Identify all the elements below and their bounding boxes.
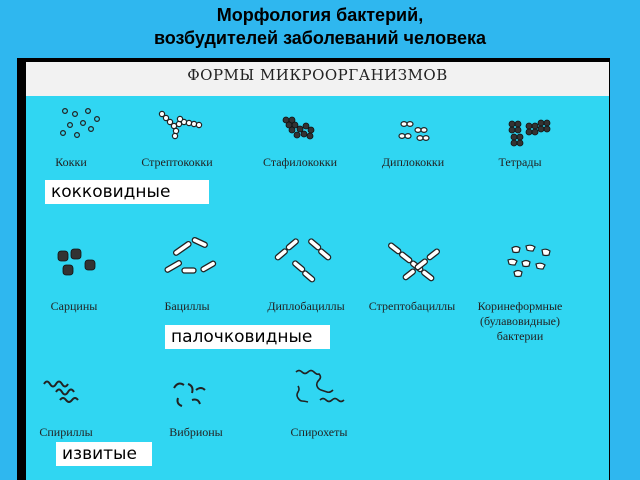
coryneform-illustration (507, 244, 551, 278)
slide-title-line-2: возбудителей заболеваний человека (153, 28, 487, 48)
label-spirilla: Спириллы (39, 425, 93, 439)
cocci-illustration (59, 107, 100, 139)
label-coryneform-line-3: бактерии (496, 329, 544, 343)
label-sarcina: Сарцины (50, 299, 98, 313)
label-staphylococci: Стафилококки (262, 155, 338, 169)
label-coryneform-line-2: (булавовидные) (479, 314, 561, 328)
label-vibrio: Вибрионы (169, 425, 223, 439)
label-spirochetes: Спирохеты (290, 425, 348, 439)
label-diplobacilli: Диплобациллы (267, 299, 345, 313)
diplococci-illustration (398, 120, 430, 142)
label-cocci: Кокки (55, 155, 87, 169)
slide-title-line-1: Морфология бактерий, (216, 5, 424, 25)
panel-title: ФОРМЫ МИКРООРГАНИЗМОВ (187, 66, 448, 84)
slide-title: Морфология бактерий, возбудителей заболе… (0, 4, 640, 50)
spirilla-illustration (43, 380, 79, 403)
panel-header-bar (26, 62, 609, 96)
label-diplococci: Диплококки (381, 155, 445, 169)
label-coryneform-line-1: Коринеформные (477, 299, 563, 313)
vibrio-illustration (173, 382, 206, 407)
caption-spiral: извитые (56, 442, 152, 466)
streptobacilli-illustration (387, 242, 441, 282)
label-streptobacilli: Стрептобациллы (368, 299, 456, 313)
spirochete-illustration (295, 369, 345, 403)
diplobacilli-illustration (274, 238, 332, 283)
caption-rod-shaped: палочковидные (165, 325, 330, 349)
label-coryneform: Коринеформные (булавовидные) бактерии (478, 299, 563, 344)
label-bacilli: Бациллы (164, 299, 210, 313)
label-tetrads: Тетрады (498, 155, 542, 169)
label-streptococci: Стрептококки (141, 155, 213, 169)
sarcina-illustration (57, 248, 96, 276)
staphylococci-illustration (282, 116, 315, 140)
caption-coccoid: кокковидные (45, 180, 209, 204)
streptococci-illustration (158, 110, 203, 140)
bacilli-illustration (164, 236, 217, 274)
tetrads-illustration (508, 119, 551, 147)
